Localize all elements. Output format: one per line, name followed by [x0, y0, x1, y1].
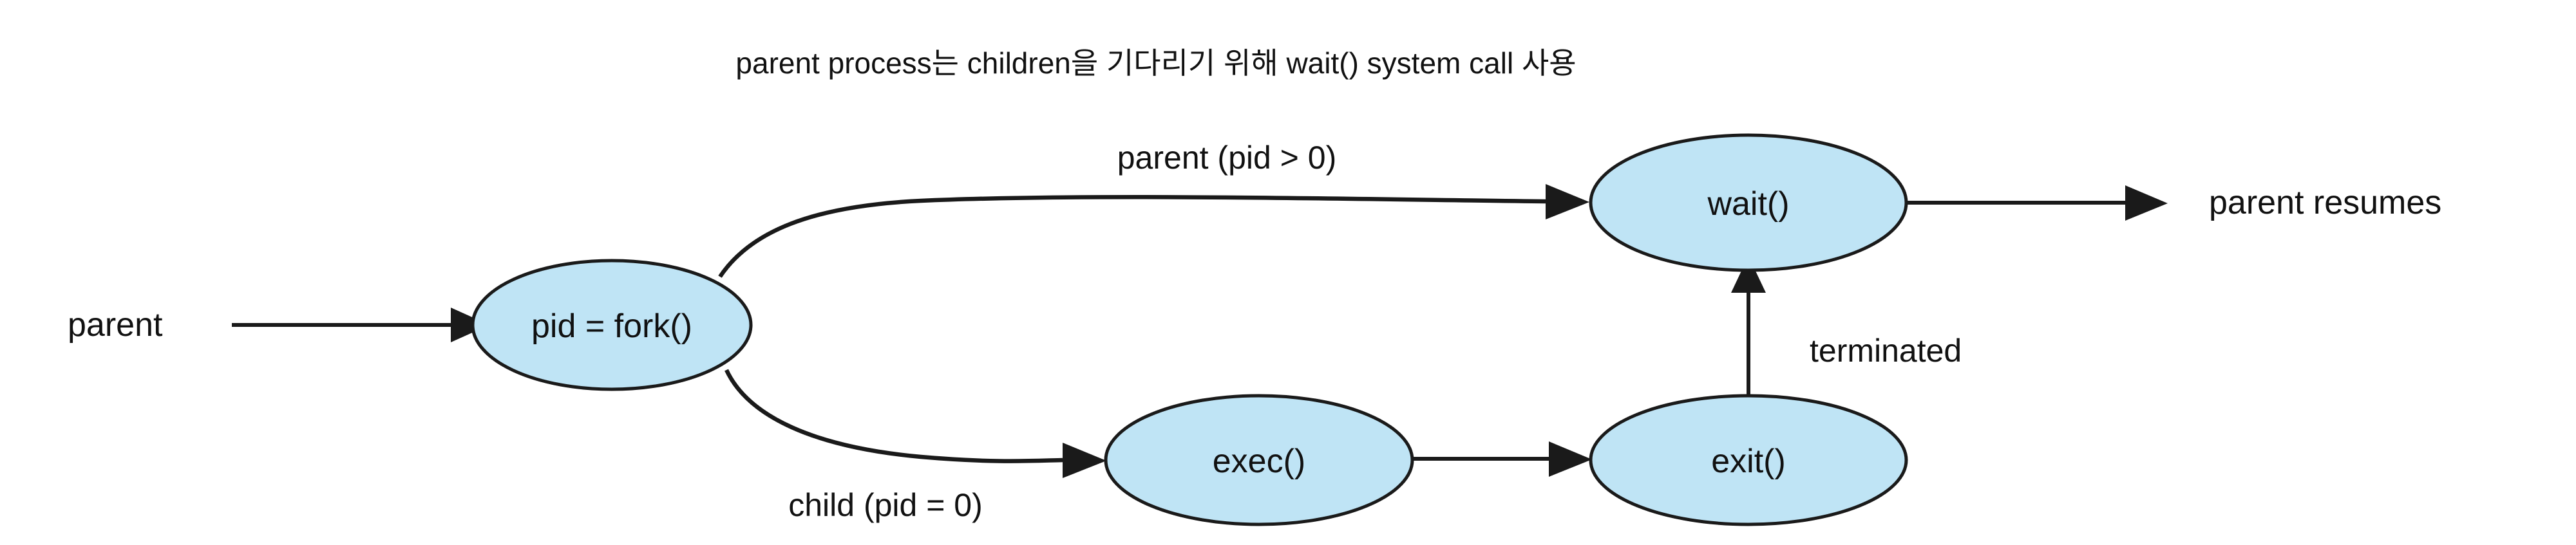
node-exec[interactable]: exec(): [1104, 394, 1414, 526]
edge-exit-to-wait: [1731, 256, 1766, 396]
edge-curve-fork-to-exec: [724, 369, 1063, 463]
edge-exec-to-exit: [1412, 441, 1592, 477]
arrowhead-into-wait-from-exit: [1731, 256, 1766, 293]
node-exit-shape[interactable]: [1589, 394, 1908, 526]
edge-fork-to-wait: [718, 184, 1589, 278]
arrowhead-into-fork: [451, 308, 489, 342]
edge-start-to-fork: [232, 308, 489, 342]
node-fork-label: pid = fork(): [531, 308, 692, 345]
arrowhead-into-parent-resumes: [2125, 185, 2168, 221]
edge-curve-fork-to-wait: [718, 194, 1546, 278]
terminal-labels-layer: parent parent resumes: [68, 184, 2441, 344]
terminal-label-parent-start: parent: [68, 306, 163, 344]
node-fork-shape[interactable]: [471, 259, 753, 391]
node-fork[interactable]: pid = fork(): [471, 259, 753, 391]
nodes-layer: pid = fork() wait() exec() exit(): [471, 133, 1908, 526]
node-wait-label: wait(): [1707, 185, 1789, 223]
node-exec-label: exec(): [1213, 443, 1305, 480]
terminal-label-parent-resumes: parent resumes: [2209, 184, 2441, 221]
edge-label-parent-branch: parent (pid > 0): [1117, 140, 1336, 176]
node-wait-shape[interactable]: [1589, 133, 1908, 272]
arrowhead-into-exit: [1549, 441, 1592, 477]
edge-labels-layer: parent (pid > 0) child (pid = 0) termina…: [788, 140, 1962, 523]
arrowhead-into-exec: [1063, 443, 1106, 478]
edge-fork-to-exec: [724, 369, 1106, 478]
edges-layer: [232, 184, 2168, 478]
edge-wait-to-resume: [1906, 185, 2168, 221]
node-wait[interactable]: wait(): [1589, 133, 1908, 272]
node-exec-shape[interactable]: [1104, 394, 1414, 526]
node-exit[interactable]: exit(): [1589, 394, 1908, 526]
arrowhead-into-wait-from-fork: [1546, 184, 1589, 219]
caption-text: parent process는 children을 기다리기 위해 wait()…: [735, 46, 1576, 80]
edge-label-terminated: terminated: [1810, 333, 1962, 369]
node-exit-label: exit(): [1711, 443, 1786, 480]
edge-label-child-branch: child (pid = 0): [788, 487, 983, 523]
